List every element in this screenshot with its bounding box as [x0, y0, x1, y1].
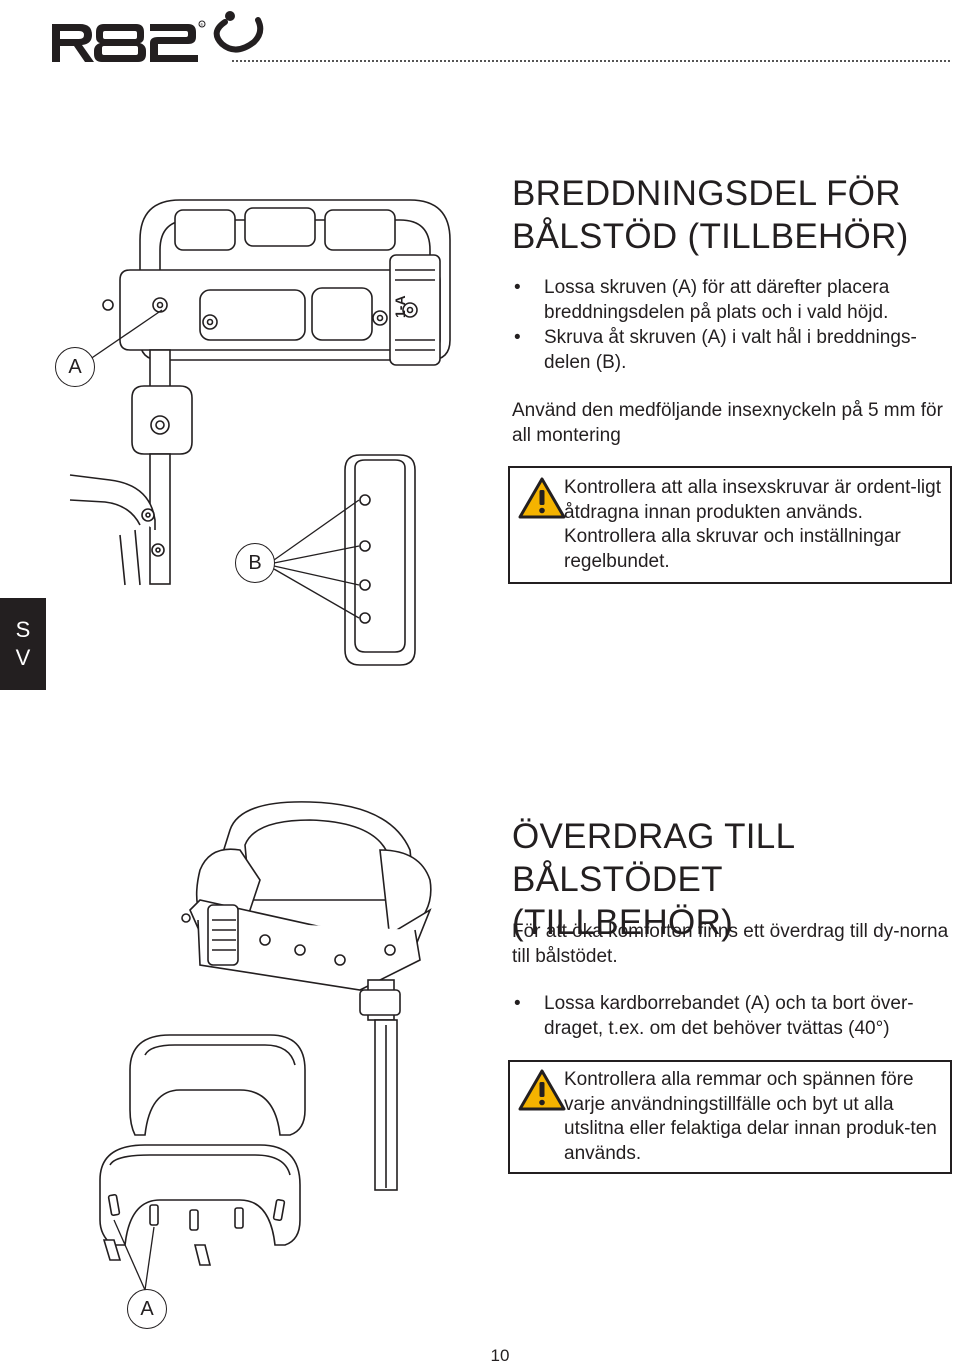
instruction-list: Lossa kardborrebandet (A) och ta bort öv… — [512, 991, 952, 1041]
warning-icon — [518, 477, 566, 519]
page-number: 10 — [490, 1346, 510, 1365]
registered-mark: ® — [200, 22, 203, 27]
header-dotted-line — [232, 60, 950, 62]
part-label: 1-A — [392, 295, 408, 318]
warning-text: Kontrollera att alla insexskruvar är ord… — [564, 477, 942, 572]
title-line: BÅLSTÖD (TILLBEHÖR) — [512, 217, 909, 256]
language-letter: V — [15, 645, 31, 670]
language-letter: S — [15, 617, 31, 642]
trunk-support-cover-illustration — [99, 801, 432, 1291]
title-line: BÅLSTÖDET (TILLBEHÖR) — [512, 860, 734, 942]
trunk-support-widener-illustration: 1-A — [69, 199, 451, 666]
callout-a: A — [55, 347, 95, 387]
list-item: Skruva åt skruven (A) i valt hål i bredd… — [512, 325, 952, 375]
callout-b: B — [235, 543, 275, 583]
tool-note: Använd den medföljande insexnyckeln på 5… — [512, 400, 943, 446]
title-line: BREDDNINGSDEL FÖR — [512, 174, 901, 213]
warning-icon — [518, 1069, 566, 1111]
warning-box: Kontrollera alla remmar och spännen före… — [508, 1060, 952, 1174]
section-title-cover: ÖVERDRAG TILL BÅLSTÖDET (TILLBEHÖR) — [512, 815, 952, 944]
language-tab: S V — [0, 598, 46, 690]
instruction-list: Lossa skruven (A) för att därefter place… — [512, 275, 952, 375]
list-item: Lossa kardborrebandet (A) och ta bort öv… — [512, 991, 952, 1041]
section-title-widener: BREDDNINGSDEL FÖR BÅLSTÖD (TILLBEHÖR) — [512, 172, 952, 258]
warning-text: Kontrollera alla remmar och spännen före… — [564, 1069, 937, 1164]
r82-logo: ® — [52, 11, 264, 62]
callout-a: A — [127, 1289, 167, 1329]
title-line: ÖVERDRAG TILL — [512, 817, 796, 856]
list-item: Lossa skruven (A) för att därefter place… — [512, 275, 952, 325]
warning-box: Kontrollera att alla insexskruvar är ord… — [508, 466, 952, 584]
cover-description: För att öka komforten finns ett överdrag… — [512, 921, 949, 967]
